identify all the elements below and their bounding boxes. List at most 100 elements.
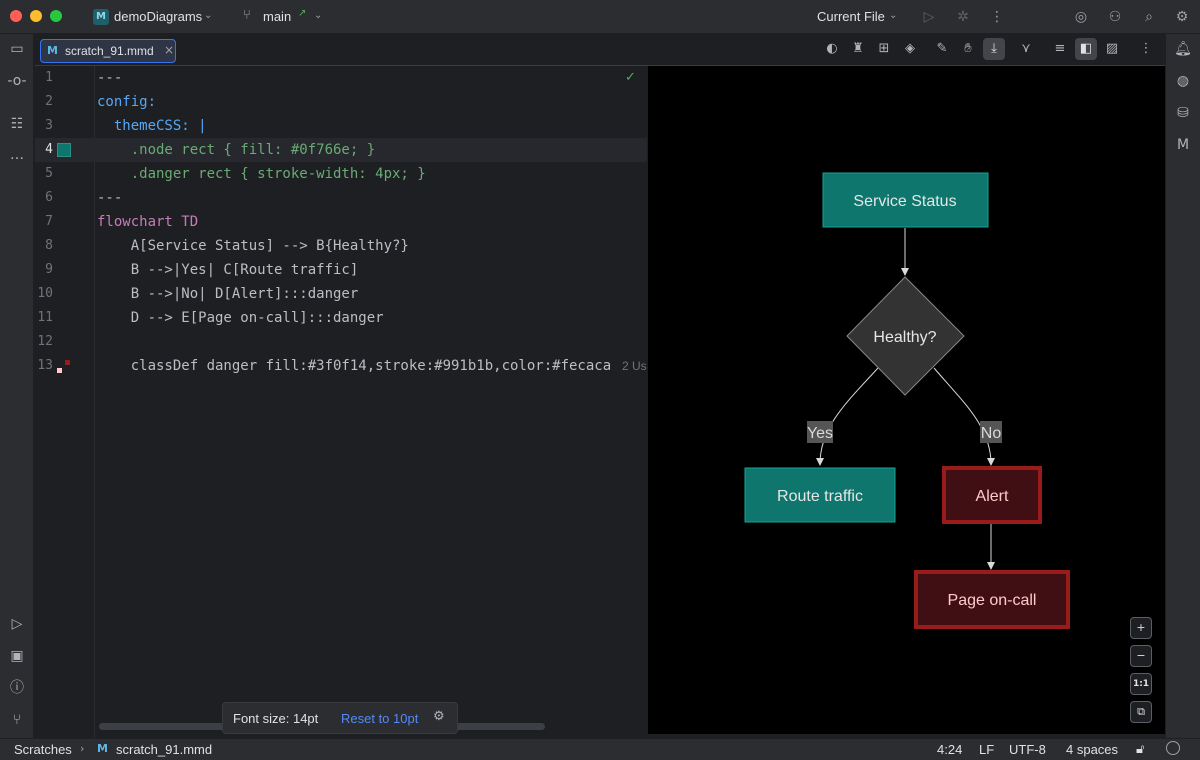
run-configuration-selector[interactable]: Current File: [817, 9, 885, 24]
zoom-in-button[interactable]: +: [1130, 617, 1152, 639]
line-number: 1: [45, 70, 53, 85]
debug-icon[interactable]: ✲: [957, 9, 969, 25]
left-tool-strip: ▭ -o- ☷ … ▷ ▣ ⓘ ⑂: [0, 34, 34, 738]
color-swatch-icon[interactable]: [57, 143, 71, 157]
code-line: 10 B -->|No| D[Alert]:::danger: [35, 282, 647, 306]
terminal-icon[interactable]: ▣: [10, 648, 24, 664]
line-ending[interactable]: LF: [979, 742, 995, 757]
node-alert[interactable]: [942, 466, 1042, 524]
branch-outgoing-arrow-icon: ↗: [298, 8, 307, 19]
branch-name[interactable]: main: [263, 9, 292, 24]
code-line: 11 D --> E[Page on-call]:::danger: [35, 306, 647, 330]
line-code: flowchart TD: [97, 214, 199, 230]
line-number: 13: [37, 358, 53, 373]
diagram-preview[interactable]: Service Status Healthy? Yes No Route tra…: [648, 66, 1165, 734]
more-icon[interactable]: ⋮: [1139, 41, 1153, 56]
run-icon[interactable]: ▷: [923, 9, 935, 25]
database-icon[interactable]: ⛁: [1177, 105, 1189, 121]
line-number: 2: [45, 94, 53, 109]
window-maximize-button[interactable]: [50, 10, 62, 22]
ai-assistant-icon[interactable]: ◎: [1074, 9, 1088, 25]
brush-icon[interactable]: ♜: [852, 41, 864, 56]
fill-icon[interactable]: ◈: [905, 41, 915, 56]
line-code: B -->|Yes| C[Route traffic]: [97, 262, 359, 278]
search-icon[interactable]: ⌕: [1145, 9, 1153, 25]
add-user-icon[interactable]: ⚇: [1108, 9, 1122, 25]
indent-setting[interactable]: 4 spaces: [1066, 742, 1119, 757]
hand-icon[interactable]: ✋︎: [964, 41, 972, 56]
code-line: 3 themeCSS: |: [35, 114, 647, 138]
usages-inlay-hint[interactable]: 2 Us: [622, 359, 647, 373]
project-name[interactable]: demoDiagrams: [114, 9, 203, 24]
close-icon[interactable]: ×: [164, 43, 175, 57]
window-close-button[interactable]: [10, 10, 22, 22]
flowchart-svg: Service Status Healthy? Yes No Route tra…: [744, 172, 1070, 629]
edge-label-no-bg: [980, 421, 1002, 443]
edge-label-no: No: [981, 425, 1002, 442]
no-problems-check-icon[interactable]: ✓: [625, 70, 636, 85]
tree-icon[interactable]: ⊞: [878, 41, 890, 56]
git-icon[interactable]: ⑂: [12, 712, 22, 728]
split-view-icon[interactable]: ◧: [1075, 38, 1097, 60]
code-editor[interactable]: ✓ 1 --- 2 config: 3 themeCSS: | 4 .node …: [35, 66, 647, 738]
actual-size-button[interactable]: 1:1: [1130, 673, 1152, 695]
caret-position[interactable]: 4:24: [937, 742, 963, 757]
chevron-down-icon[interactable]: ⌄: [314, 10, 323, 21]
problems-icon[interactable]: ⓘ: [10, 680, 24, 696]
run-tool-icon[interactable]: ▷: [11, 616, 23, 632]
chevron-down-icon[interactable]: ⌄: [889, 10, 898, 21]
memory-indicator-icon[interactable]: [1166, 741, 1180, 755]
chevron-down-icon[interactable]: ⌄: [204, 10, 213, 21]
status-bar: Scratches › M scratch_91.mmd 4:24 LF UTF…: [0, 738, 1200, 760]
line-number: 7: [45, 214, 53, 229]
merge-icon[interactable]: ⋎: [1021, 41, 1031, 56]
code-line: 7 flowchart TD: [35, 210, 647, 234]
editor-only-icon[interactable]: ≡: [1054, 41, 1066, 56]
node-service-status[interactable]: [822, 172, 989, 228]
reset-font-size-link[interactable]: Reset to 10pt: [341, 711, 419, 726]
color-swatch-icon[interactable]: [65, 360, 70, 365]
ai-chat-icon[interactable]: ◍: [1176, 73, 1190, 89]
file-encoding[interactable]: UTF-8: [1009, 742, 1046, 757]
line-code: D --> E[Page on-call]:::danger: [97, 310, 384, 326]
code-line-current: 4 .node rect { fill: #0f766e; }: [35, 138, 647, 162]
more-tools-icon[interactable]: …: [10, 147, 24, 163]
line-code: themeCSS: |: [97, 118, 207, 134]
edge-label-yes-bg: [807, 421, 833, 443]
structure-icon[interactable]: ☷: [10, 116, 24, 132]
node-service-status-label: Service Status: [853, 193, 956, 210]
git-branch-icon[interactable]: ⑂: [243, 8, 251, 23]
code-line: 6 ---: [35, 186, 647, 210]
zoom-out-button[interactable]: −: [1130, 645, 1152, 667]
palette-icon[interactable]: ◐: [826, 41, 838, 56]
fit-to-view-button[interactable]: ⧉: [1130, 701, 1152, 723]
color-swatch-icon[interactable]: [57, 368, 62, 373]
scroll-sync-icon[interactable]: ⤓: [983, 38, 1005, 60]
code-line: 13 classDef danger fill:#3f0f14,stroke:#…: [35, 354, 647, 378]
breadcrumb-root[interactable]: Scratches: [14, 742, 72, 757]
line-number: 9: [45, 262, 53, 277]
preview-only-icon[interactable]: ▨: [1105, 41, 1119, 56]
settings-icon[interactable]: ⚙: [1175, 9, 1189, 25]
read-only-toggle-icon[interactable]: 🔓︎: [1136, 742, 1145, 757]
line-number: 11: [37, 310, 53, 325]
commit-icon[interactable]: -o-: [7, 73, 27, 89]
more-icon[interactable]: ⋮: [990, 9, 1004, 25]
editor-tab-bar: M scratch_91.mmd × ◐ ♜ ⊞ ◈ ✎ ✋︎ ⤓ ⋎ ≡ ◧ …: [35, 34, 1165, 66]
gear-icon[interactable]: ⚙: [433, 709, 445, 724]
code-line: 9 B -->|Yes| C[Route traffic]: [35, 258, 647, 282]
font-size-label: Font size: 14pt: [233, 711, 319, 726]
node-route-traffic[interactable]: [744, 467, 896, 523]
node-healthy-label: Healthy?: [873, 329, 936, 346]
notifications-icon[interactable]: 🔔︎: [1174, 41, 1192, 57]
code-line: 5 .danger rect { stroke-width: 4px; }: [35, 162, 647, 186]
node-page-on-call[interactable]: [914, 570, 1070, 629]
node-healthy-decision[interactable]: [846, 276, 965, 396]
project-folder-icon[interactable]: ▭: [10, 41, 24, 57]
breadcrumb-file[interactable]: scratch_91.mmd: [116, 742, 213, 757]
project-badge-icon[interactable]: M: [93, 9, 109, 25]
pencil-icon[interactable]: ✎: [936, 41, 948, 56]
window-minimize-button[interactable]: [30, 10, 42, 22]
tab-scratch-91[interactable]: M scratch_91.mmd ×: [40, 39, 176, 63]
markdown-icon[interactable]: M: [1176, 137, 1190, 153]
